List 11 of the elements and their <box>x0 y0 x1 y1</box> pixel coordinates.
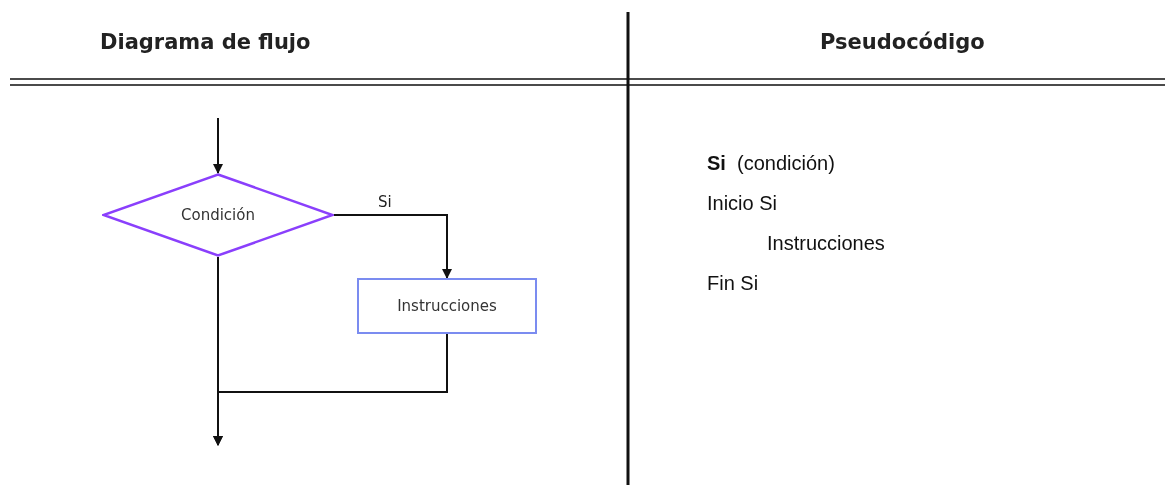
process-box: Instrucciones <box>357 278 537 334</box>
pseudocode-line: Inicio Si <box>707 192 778 215</box>
column-header: Pseudocódigo <box>820 30 985 54</box>
column-header: Diagrama de flujo <box>100 30 311 54</box>
arrow <box>333 214 452 279</box>
pseudocode-line: Instrucciones <box>767 232 885 255</box>
arrow <box>213 117 223 174</box>
arrow <box>213 333 448 446</box>
pseudocode-line: Si (condición) <box>707 152 835 175</box>
pseudocode-line: Fin Si <box>707 272 759 295</box>
decision-diamond: Condición <box>102 173 334 257</box>
